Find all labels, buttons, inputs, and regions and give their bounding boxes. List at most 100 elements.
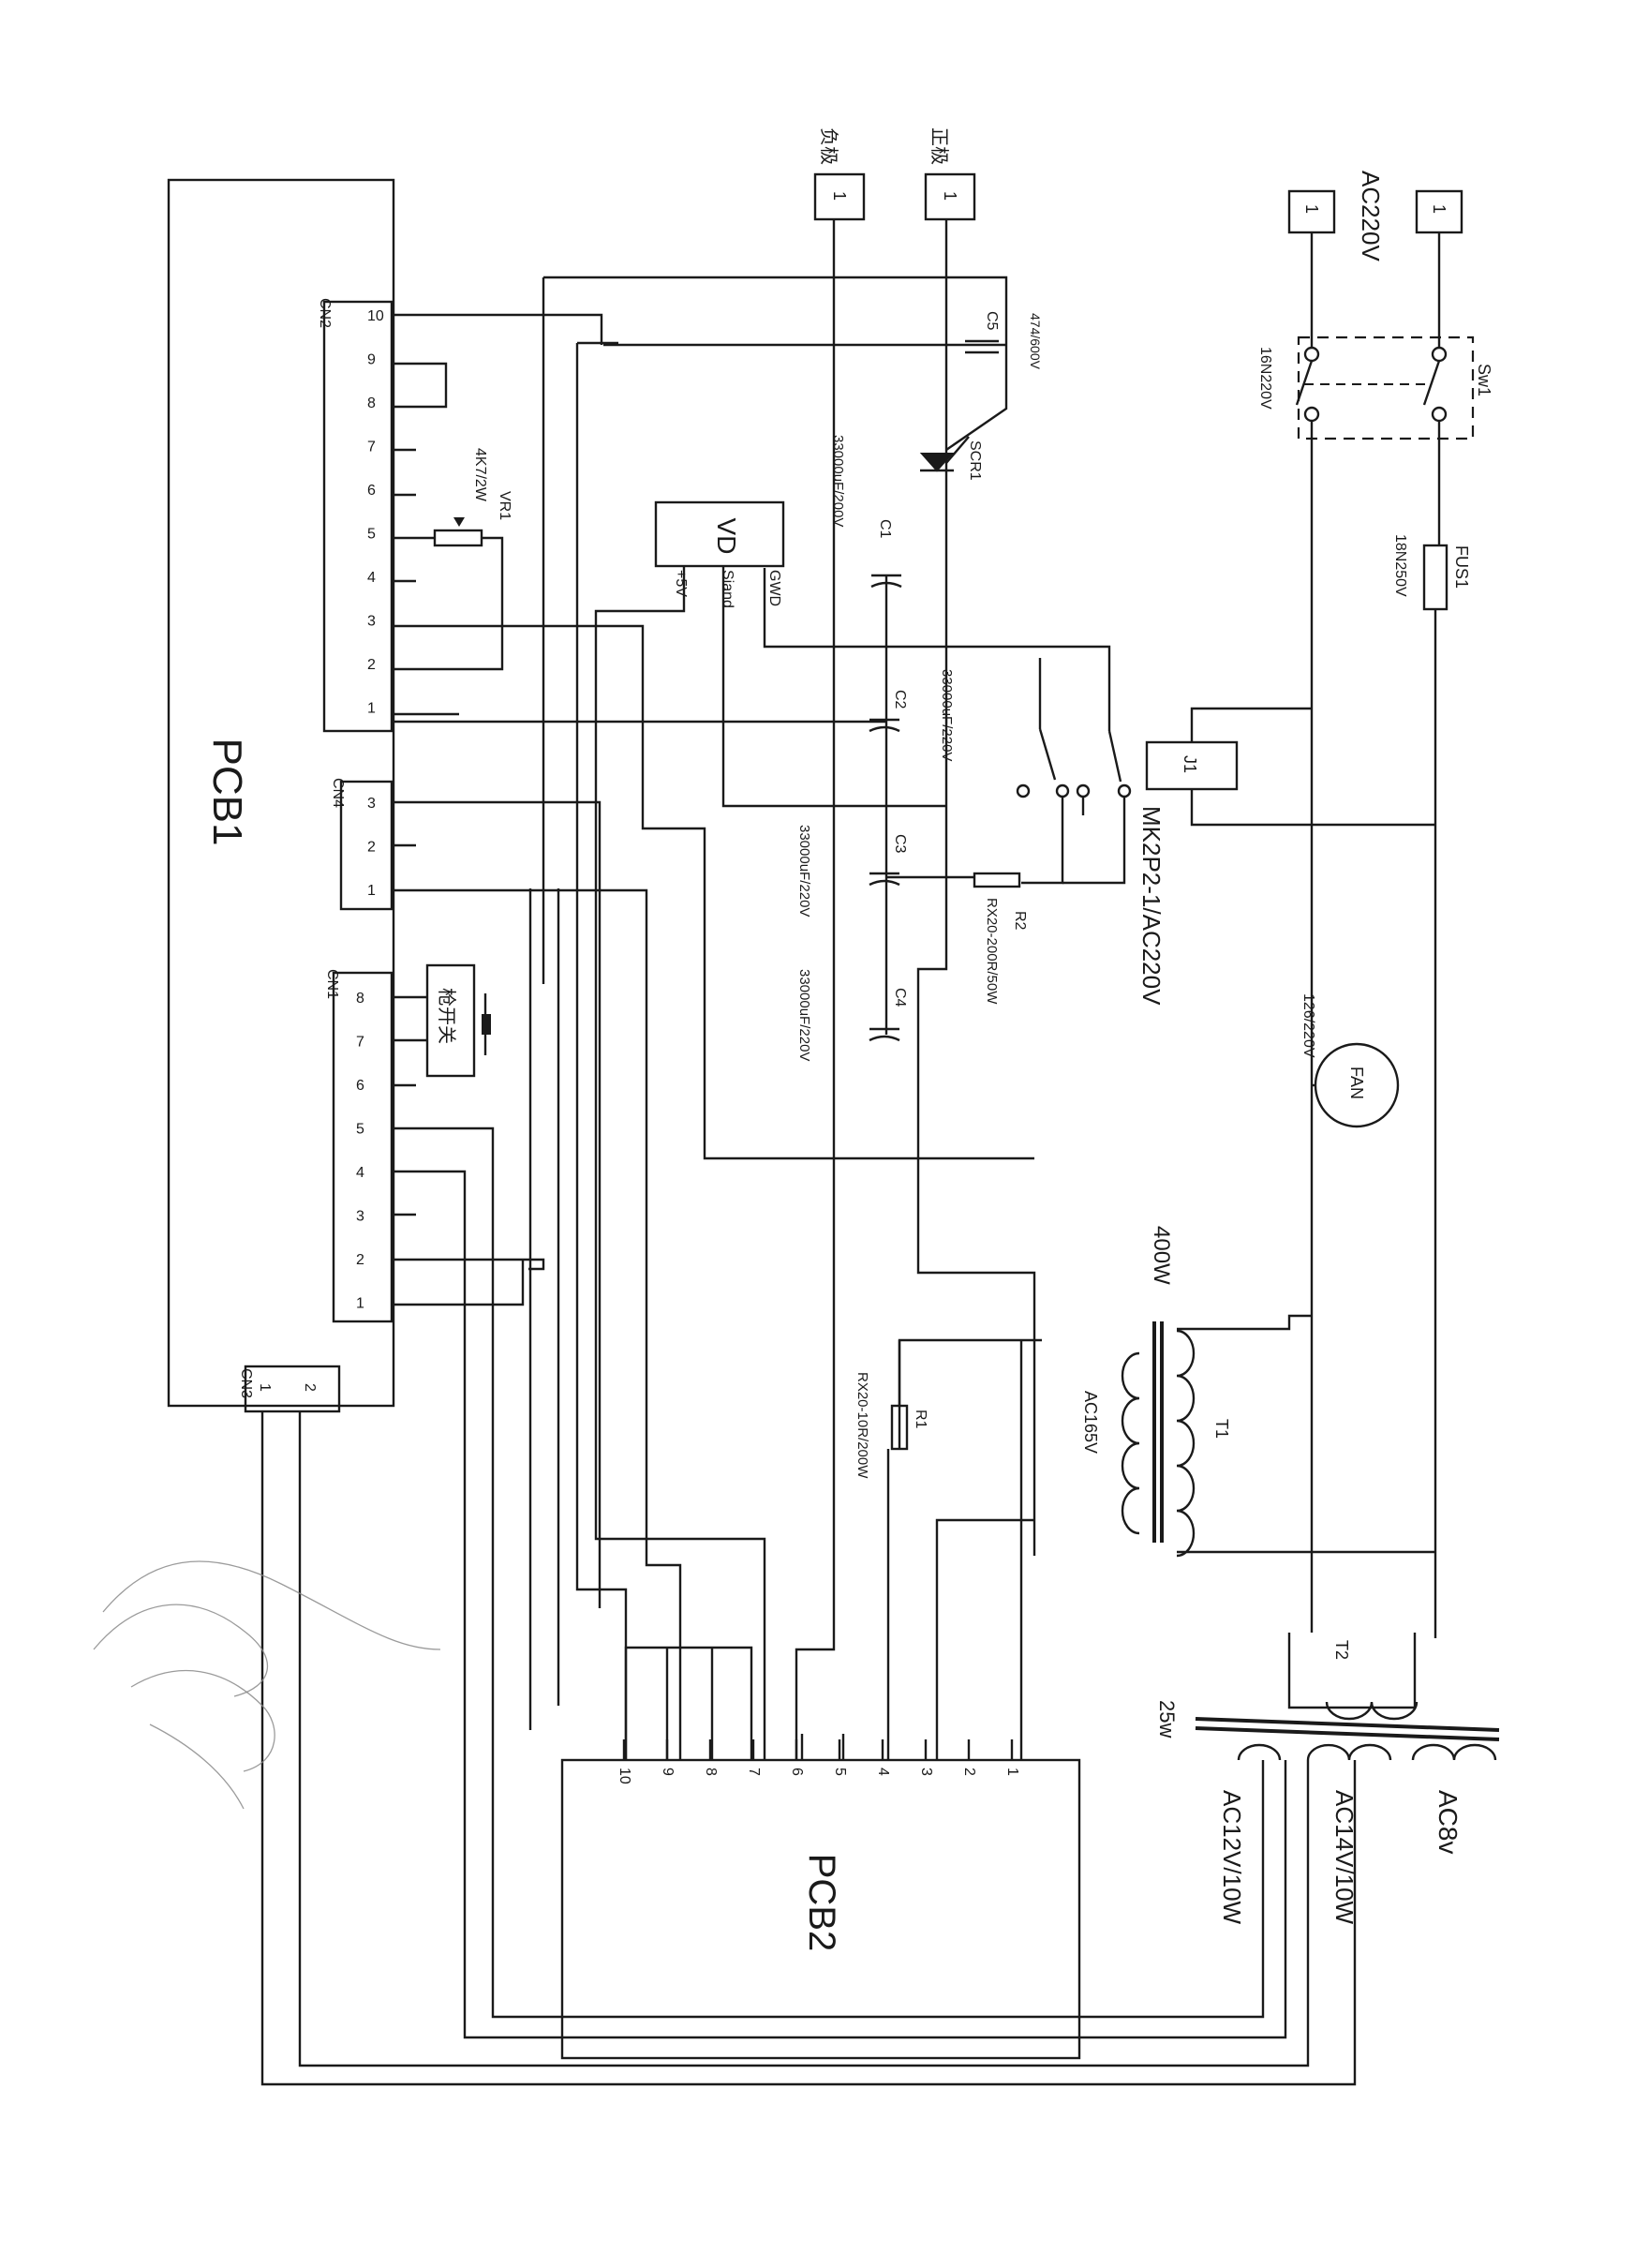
cn1-pin-7: 7 [356,1035,364,1051]
cn1-pin-8: 8 [356,991,364,1007]
fan-label: FAN [1347,1067,1366,1099]
fus1-rating: 18N250V [1392,534,1408,597]
cn2-pin-8: 8 [367,395,376,411]
cn1-pin-6: 6 [356,1078,364,1094]
cn2-pin-2: 2 [367,657,376,673]
positive-terminal: 1 正极 [924,127,976,221]
vd-pin-gwd: GWD [766,570,782,606]
j1-label: J1 [1181,755,1199,773]
sw1-rating: 16N220V [1257,347,1273,410]
cn2-connector: CN2 10 9 8 7 6 5 4 3 2 1 [317,298,394,733]
t1-secondary-voltage: AC165V [1081,1391,1100,1454]
pcb2-pin-7: 7 [746,1768,762,1776]
handwritten-signature [93,1560,441,1810]
t2-output-ac12: AC12V/10W [1218,1790,1246,1925]
vd-pin-5v: +5V [673,570,689,597]
cn3-label: CN3 [238,1368,254,1398]
c3-capacitor: C3 33000uF/220V [796,825,908,917]
c3-rating: 33000uF/220V [796,825,812,917]
ac220-label: AC220V [1357,171,1385,261]
c1-rating: 33000uF/200V [830,435,846,527]
r1-resistor: R1 RX20-10R/200W [854,1372,928,1479]
t2-label: T2 [1332,1640,1351,1660]
trigger-label: 枪开关 [436,988,457,1044]
scr1-thyristor: SCR1 [919,436,983,481]
cn4-pin-1: 1 [367,883,376,899]
t2-output-ac8: AC8v [1434,1790,1463,1854]
pcb2-label: PCB2 [801,1854,842,1952]
vd-pin-siand: Siand [720,570,735,608]
vr1-label: VR1 [497,491,513,520]
cn1-pin-1: 1 [356,1296,364,1312]
cn2-pin-7: 7 [367,440,376,455]
negative-label: 负极 [818,127,839,165]
cn2-pin-6: 6 [367,483,376,499]
t1-power: 400W [1149,1226,1174,1285]
cn3-pin-2: 2 [302,1383,318,1392]
c2-label: C2 [892,690,908,709]
cn1-pin-5: 5 [356,1122,364,1138]
cn2-pin-4: 4 [367,570,376,586]
vr1-rating: 4K7/2W [472,448,488,502]
r2-resistor: R2 RX20-200R/50W [973,872,1028,1005]
pcb1-board: PCB1 [167,178,395,1408]
ac-terminal-a: 1 [1287,189,1336,234]
fan-rating: 126/220V [1300,993,1316,1058]
pcb2-pin-8: 8 [703,1768,719,1776]
c1-label: C1 [877,519,893,539]
pcb2-pin-10: 10 [617,1768,632,1784]
relay-model: MK2P2-1/AC220V [1137,806,1166,1006]
cn4-pin-2: 2 [367,840,376,856]
cn2-pin-1: 1 [367,701,376,717]
c4-label: C4 [892,988,908,1007]
ac-terminal-b: 1 [1415,189,1463,234]
c4-rating: 33000uF/220V [796,969,812,1061]
positive-label: 正极 [928,127,950,165]
scr1-label: SCR1 [967,440,983,481]
r1-rating: RX20-10R/200W [854,1372,870,1479]
cn3-connector: CN3 1 2 [238,1365,341,1413]
j1-relay-coil: J1 [1145,740,1239,791]
cn2-pin-10: 10 [367,308,384,324]
cn2-pin-labels: 10 9 8 7 6 5 4 3 2 1 [367,308,384,717]
c4-capacitor: C4 33000uF/220V [796,969,908,1061]
fan-motor: FAN 126/220V [1300,993,1400,1128]
r2-rating: RX20-200R/50W [984,898,1000,1005]
cn4-pin-3: 3 [367,796,376,812]
ac-terminal-a-num: 1 [1302,204,1321,214]
negative-terminal: 1 负极 [813,127,866,221]
gun-trigger-switch: 枪开关 [425,963,491,1078]
cn2-pin-5: 5 [367,527,376,543]
r2-label: R2 [1012,911,1028,931]
t2-power: 25w [1155,1700,1179,1738]
c5-rating: 474/600V [1028,313,1043,370]
pcb2-pin-1: 1 [1004,1768,1020,1776]
pcb2-pin-4: 4 [875,1768,891,1776]
pcb2-pin-5: 5 [832,1768,848,1776]
cn4-label: CN4 [330,778,346,808]
cn1-pin-2: 2 [356,1252,364,1268]
c3-label: C3 [892,834,908,854]
cn4-pin-labels: 3 2 1 [367,796,376,899]
r1-label: R1 [913,1410,928,1429]
ac-terminal-b-num: 1 [1430,204,1448,214]
cn1-pin-3: 3 [356,1209,364,1225]
wiring [260,219,1441,2086]
c5-capacitor: C5 474/600V [965,311,1043,370]
neg-terminal-num: 1 [830,191,849,201]
cn3-pin-1: 1 [257,1383,273,1392]
pcb2-pin-2: 2 [961,1768,977,1776]
c1-capacitor: C1 33000uF/200V [830,435,902,589]
cn2-pin-9: 9 [367,352,376,368]
pcb2-pin-9: 9 [660,1768,676,1776]
pos-terminal-num: 1 [941,191,959,201]
vr1-potentiometer: VR1 4K7/2W [433,448,513,547]
t1-label: T1 [1212,1419,1231,1439]
vd-label: VD [712,518,741,555]
cn2-pin-3: 3 [367,614,376,630]
cn2-label: CN2 [317,298,333,328]
c2-capacitor: C2 33000uF/220V [869,669,955,761]
